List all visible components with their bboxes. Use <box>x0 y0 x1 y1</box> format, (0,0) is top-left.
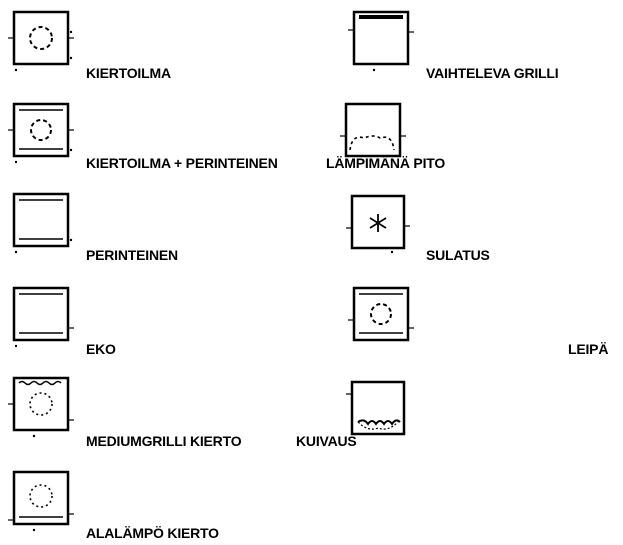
mode-label-kiertoilma: KIERTOILMA <box>86 65 171 81</box>
mode-label-perinteinen: PERINTEINEN <box>86 247 178 263</box>
bread-icon <box>348 284 414 350</box>
variable-grill-icon <box>348 8 414 74</box>
drying-icon <box>344 378 410 444</box>
fan-top-bottom-heat-icon <box>8 100 74 166</box>
top-bottom-heat-icon <box>8 190 74 256</box>
mode-label-kuivaus: KUIVAUS <box>296 433 357 449</box>
mode-label-vaihteleva-grilli: VAIHTELEVA GRILLI <box>426 65 559 81</box>
defrost-icon <box>344 192 410 258</box>
bottom-heat-fan-icon <box>8 468 74 534</box>
keep-warm-icon <box>340 100 406 166</box>
fan-circulation-icon <box>8 8 74 74</box>
mode-label-leipa: LEIPÄ <box>568 341 609 357</box>
mode-label-mediumgrilli-kierto: MEDIUMGRILLI KIERTO <box>86 433 242 449</box>
eco-heat-icon <box>8 284 74 350</box>
mode-label-kiertoilma-perinteinen: KIERTOILMA + PERINTEINEN <box>86 155 278 171</box>
mode-label-lampimana-pito: LÄMPIMÄNÄ PITO <box>326 155 446 171</box>
mode-label-alalampo-kierto: ALALÄMPÖ KIERTO <box>86 525 219 541</box>
mode-label-sulatus: SULATUS <box>426 247 490 263</box>
medium-grill-fan-icon <box>8 374 74 440</box>
mode-label-eko: EKO <box>86 341 116 357</box>
